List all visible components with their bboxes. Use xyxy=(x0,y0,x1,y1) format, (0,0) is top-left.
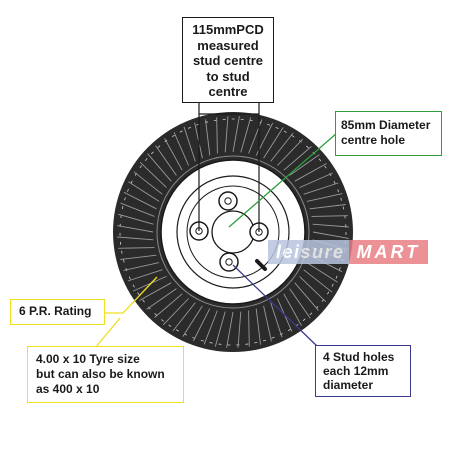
tread-groove xyxy=(172,302,196,332)
tread-groove xyxy=(277,138,304,166)
tread-groove xyxy=(255,308,261,345)
tyre-valve xyxy=(255,259,267,271)
centre-hole-label-line: centre hole xyxy=(341,133,406,147)
tread-groove xyxy=(289,154,320,176)
tread-groove xyxy=(283,293,302,326)
tread-groove xyxy=(309,204,346,210)
tread-groove xyxy=(120,254,157,260)
stud-hole xyxy=(219,252,239,272)
pcd-label: 115mmPCD measured stud centre to stud ce… xyxy=(182,17,274,103)
tyre-size-label: 4.00 x 10 Tyre size but can also be know… xyxy=(27,346,184,403)
ply-rating-label: 6 P.R. Rating xyxy=(10,299,105,325)
pcd-label-line: stud centre xyxy=(192,53,264,68)
tread-groove xyxy=(303,182,339,195)
tyre-size-label-line: 4.00 x 10 Tyre size xyxy=(36,352,140,366)
tread-groove xyxy=(270,132,294,162)
tread-groove xyxy=(270,302,283,338)
stud-holes-leader xyxy=(232,264,319,348)
centre-hole-leader xyxy=(228,132,338,228)
tread-groove xyxy=(146,288,177,310)
centre-hole-label: 85mm Diameter centre hole xyxy=(335,111,442,156)
tyre-size-leader xyxy=(94,317,121,349)
tread-groove xyxy=(173,132,190,166)
tread-groove xyxy=(306,193,343,202)
tread-groove xyxy=(133,171,163,195)
wheel-disc-ring xyxy=(176,175,290,289)
pcd-label-line: measured xyxy=(197,37,259,53)
watermark-logo: leisure MART xyxy=(268,240,429,264)
tread-groove xyxy=(123,262,160,271)
tread-groove xyxy=(306,262,338,283)
watermark-part-2: MART xyxy=(348,240,429,264)
tread-groove xyxy=(263,305,272,342)
tread-groove xyxy=(232,116,240,153)
tread-groove xyxy=(294,163,327,182)
tread-groove xyxy=(248,119,263,154)
tread-groove xyxy=(154,293,183,318)
pcd-label-line: centre xyxy=(208,84,248,99)
pcd-label-line: to stud xyxy=(206,68,250,84)
tread-groove xyxy=(192,308,211,342)
tread-groove xyxy=(224,116,229,153)
tread-groove xyxy=(139,282,172,301)
tread-groove xyxy=(294,282,319,311)
tread-groove xyxy=(205,119,211,156)
tread-groove xyxy=(240,117,252,153)
tread-groove xyxy=(117,236,154,241)
tread-groove xyxy=(183,126,196,162)
tread-groove xyxy=(312,231,349,239)
tread-groove xyxy=(248,310,250,347)
tread-groove xyxy=(139,161,167,188)
tread-groove xyxy=(147,153,172,182)
tread-groove xyxy=(118,213,154,225)
tread-groove xyxy=(214,311,226,347)
tread-groove xyxy=(123,191,157,210)
tread-groove xyxy=(203,310,218,345)
watermark-part-1: leisure xyxy=(268,240,349,264)
tread-groove xyxy=(289,288,311,319)
tread-groove xyxy=(216,117,218,154)
tread-groove xyxy=(263,127,284,159)
tread-groove xyxy=(237,311,242,348)
tyre-size-label-line: but can also be known xyxy=(36,367,165,381)
tyre-bead xyxy=(156,155,310,309)
stud-holes-label-line: each 12mm xyxy=(323,364,389,378)
tread-groove xyxy=(299,172,333,189)
tyre-size-label-line: as 400 x 10 xyxy=(36,382,100,396)
tread-groove xyxy=(299,276,327,303)
pcd-label-line: 115mmPCD xyxy=(192,22,264,37)
tread-groove xyxy=(162,298,189,326)
tread-groove xyxy=(283,146,312,171)
tread-groove xyxy=(118,247,155,249)
tread-groove xyxy=(120,202,155,217)
stud-holes-label: 4 Stud holes each 12mm diameter xyxy=(315,345,411,397)
centre-hole-label-line: 85mm Diameter xyxy=(341,118,431,132)
tread-groove xyxy=(226,311,234,348)
tread-groove xyxy=(117,225,154,233)
tread-groove xyxy=(155,145,177,176)
tread-groove xyxy=(303,269,333,293)
tyre-outer-tread xyxy=(119,118,347,346)
ply-rating-leader xyxy=(105,276,158,314)
stud-hole xyxy=(218,191,238,211)
centre-hole xyxy=(211,210,255,254)
tread-groove xyxy=(128,181,160,202)
stud-holes-label-line: diameter xyxy=(323,378,374,392)
tread-groove xyxy=(182,305,203,337)
tread-groove xyxy=(311,215,348,217)
stud-holes-label-line: 4 Stud holes xyxy=(323,350,395,364)
tread-groove xyxy=(312,223,349,228)
tread-groove xyxy=(127,269,163,282)
tread-groove xyxy=(164,138,183,171)
wheel-hub-ring xyxy=(186,185,280,279)
